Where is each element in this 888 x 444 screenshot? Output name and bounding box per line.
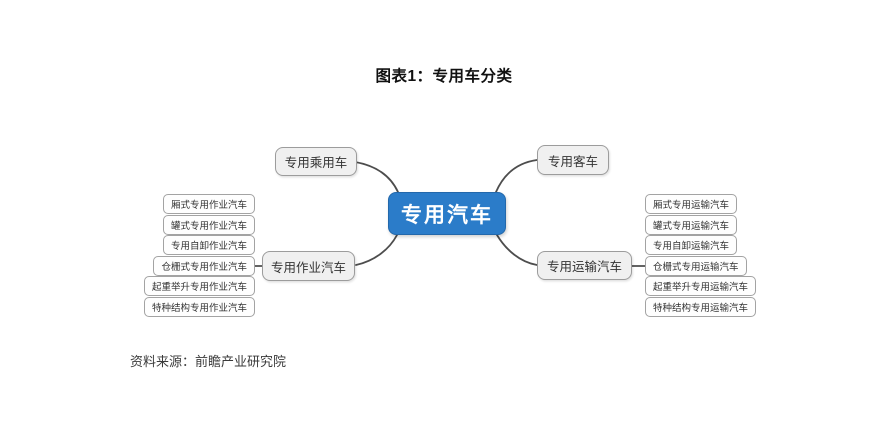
leaf-node: 仓栅式专用作业汽车: [153, 255, 255, 276]
branch-node-label: 专用作业汽车: [270, 260, 346, 275]
branch-node-passenger-car: 专用乘用车: [275, 147, 357, 176]
branch-node-label: 专用运输汽车: [546, 260, 622, 274]
leaf-node: 特种结构专用运输汽车: [645, 296, 757, 317]
leaf-node: 专用自卸运输汽车: [645, 235, 738, 255]
link-root-to-transport: [496, 234, 538, 266]
branch-node-label: 专用客车: [547, 154, 598, 169]
leaf-node: 罐式专用作业汽车: [162, 214, 255, 235]
leaf-node: 特种结构专用作业汽车: [143, 296, 255, 317]
work-vehicle-leaf-stack: 厢式专用作业汽车 罐式专用作业汽车 专用自卸作业汽车 仓栅式专用作业汽车 起重举…: [0, 194, 255, 317]
link-root-to-passenger: [354, 161, 399, 193]
leaf-node: 厢式专用作业汽车: [162, 194, 255, 214]
leaf-node: 专用自卸作业汽车: [162, 235, 255, 255]
leaf-node: 仓栅式专用运输汽车: [645, 255, 747, 276]
link-root-to-work: [355, 234, 398, 266]
branch-node-label: 专用乘用车: [284, 156, 348, 170]
root-node: 专用汽车: [388, 192, 506, 235]
leaf-node: 厢式专用运输汽车: [645, 194, 738, 214]
transport-vehicle-leaf-stack: 厢式专用运输汽车 罐式专用运输汽车 专用自卸运输汽车 仓栅式专用运输汽车 起重举…: [645, 194, 888, 317]
link-root-to-bus: [495, 159, 538, 193]
branch-node-bus: 专用客车: [537, 145, 609, 175]
leaf-node: 起重举升专用作业汽车: [143, 276, 255, 296]
leaf-node: 起重举升专用运输汽车: [645, 276, 757, 296]
source-note: 资料来源：前瞻产业研究院: [130, 354, 287, 369]
figure-title: 图表1：专用车分类: [375, 68, 513, 85]
branch-node-work-vehicle: 专用作业汽车: [262, 251, 355, 281]
leaf-node: 罐式专用运输汽车: [645, 214, 738, 235]
branch-node-transport-vehicle: 专用运输汽车: [537, 251, 632, 280]
root-node-label: 专用汽车: [401, 203, 493, 227]
